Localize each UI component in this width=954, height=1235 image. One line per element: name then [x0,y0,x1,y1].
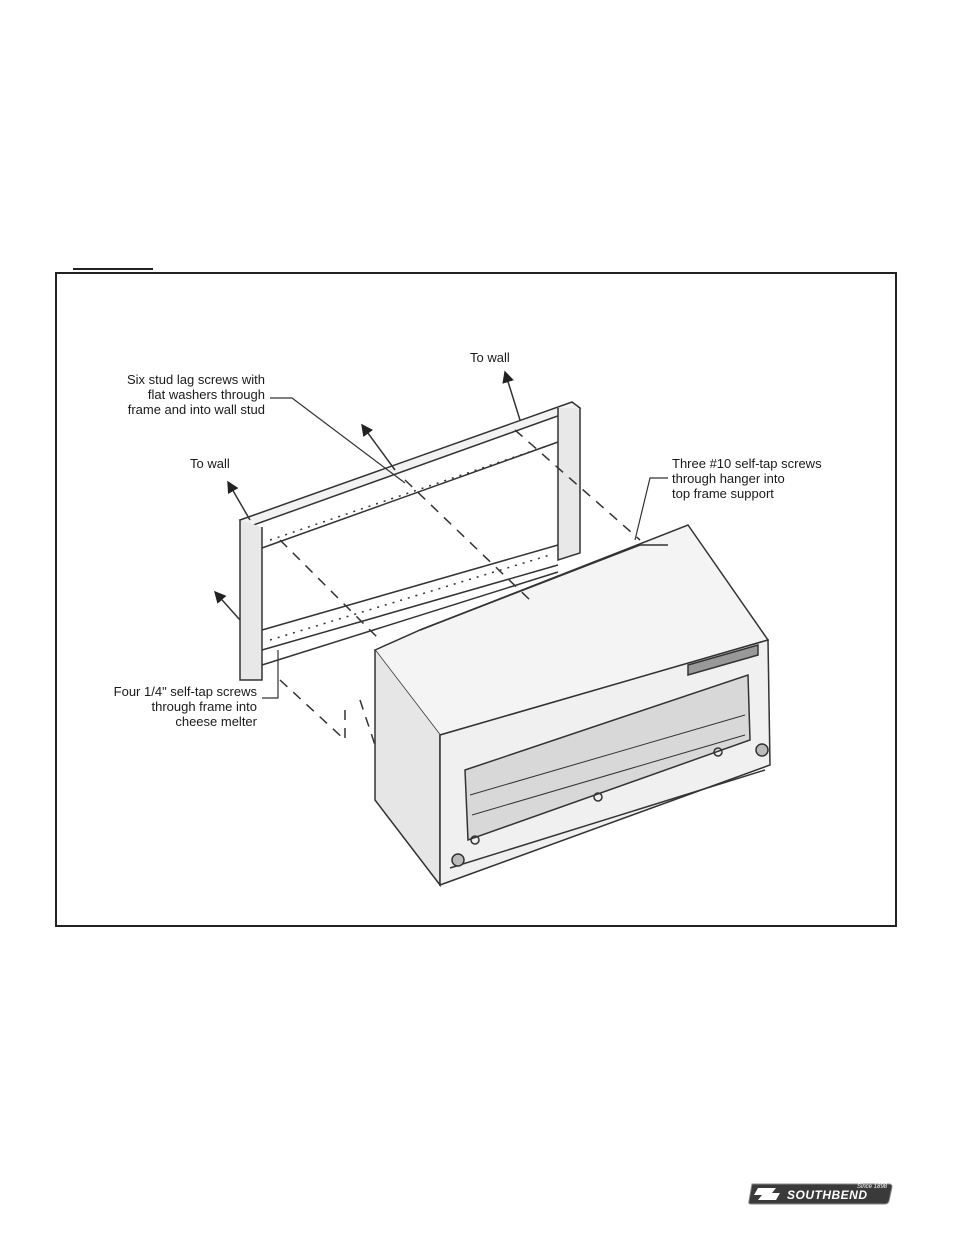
cheese-melter [375,525,770,885]
callout-to-wall-left: To wall [190,456,230,471]
callout-ten-screws: Three #10 self-tap screws through hanger… [672,456,822,501]
callout-quarter-screws: Four 1/4" self-tap screws through frame … [90,684,257,729]
callout-lag-screws: Six stud lag screws with flat washers th… [100,372,265,417]
logo-brand: SOUTHBEND [787,1188,868,1202]
callout-to-wall-top: To wall [470,350,510,365]
